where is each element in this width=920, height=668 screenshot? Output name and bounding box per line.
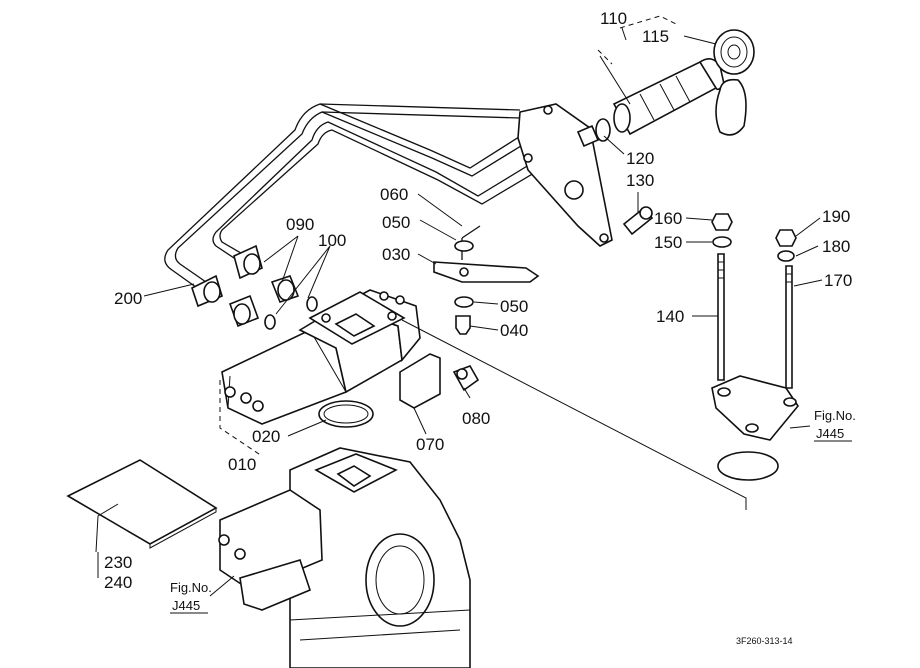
label-080: 080 [462,409,490,428]
label-120: 120 [626,149,654,168]
o-ring-020 [318,400,374,428]
bolt-040 [455,315,471,335]
plug-080 [452,365,480,392]
stud-170 [785,265,793,389]
label-170: 170 [824,271,852,290]
label-240: 240 [104,573,132,592]
leader-lines [95,15,823,597]
washer-050-top [454,240,474,252]
label-200: 200 [114,289,142,308]
manual-book-edge [149,508,217,549]
label-040: 040 [500,321,528,340]
washer-180 [777,250,795,262]
fig-no-label: Fig.No. [814,408,856,423]
label-100: 100 [318,231,346,250]
label-050-bottom: 050 [500,297,528,316]
control-valve [221,289,421,425]
label-090: 090 [286,215,314,234]
fittings-090 [191,244,300,328]
label-010: 010 [228,455,256,474]
lever-030 [433,261,540,283]
o-ring-flange [717,451,779,481]
manual-book [66,459,218,545]
figure-ref-left: Fig.No. J445 [170,580,212,614]
label-030: 030 [382,245,410,264]
nut-190 [775,229,797,247]
drawing-code: 3F260-313-14 [736,636,793,646]
label-190: 190 [822,207,850,226]
stud-140 [717,253,725,381]
fig-no-label: Fig.No. [170,580,212,595]
quick-coupler [612,58,725,136]
label-020: 020 [252,427,280,446]
figure-ref-right: Fig.No. J445 [814,408,856,442]
label-150: 150 [654,233,682,252]
washer-150 [712,236,732,248]
label-115: 115 [642,27,669,46]
o-ring-120 [595,118,611,142]
label-140: 140 [656,307,684,326]
label-110: 110 [600,9,627,28]
nut-160 [711,213,733,231]
o-ring-020-inner [323,404,369,424]
label-130: 130 [626,171,654,190]
fig-ref-j445: J445 [172,598,200,613]
o-rings-100 [264,296,318,330]
fitting-130 [622,206,654,236]
fig-ref-j445: J445 [816,426,844,441]
bracket-070 [399,353,441,409]
washer-050-bottom [454,296,474,308]
engine-block [218,447,471,668]
leader-long [401,319,747,510]
label-180: 180 [822,237,850,256]
label-050-top: 050 [382,213,410,232]
dust-cap [713,29,755,136]
label-160: 160 [654,209,682,228]
coupler-plate [517,103,613,247]
label-060: 060 [380,185,408,204]
mounting-flange [711,375,799,441]
hydraulic-pipes [164,103,567,291]
assembly-bracket-010 [219,380,263,457]
label-230: 230 [104,553,132,572]
label-070: 070 [416,435,444,454]
part-labels: 110 115 120 130 160 150 190 180 170 140 … [104,9,852,592]
